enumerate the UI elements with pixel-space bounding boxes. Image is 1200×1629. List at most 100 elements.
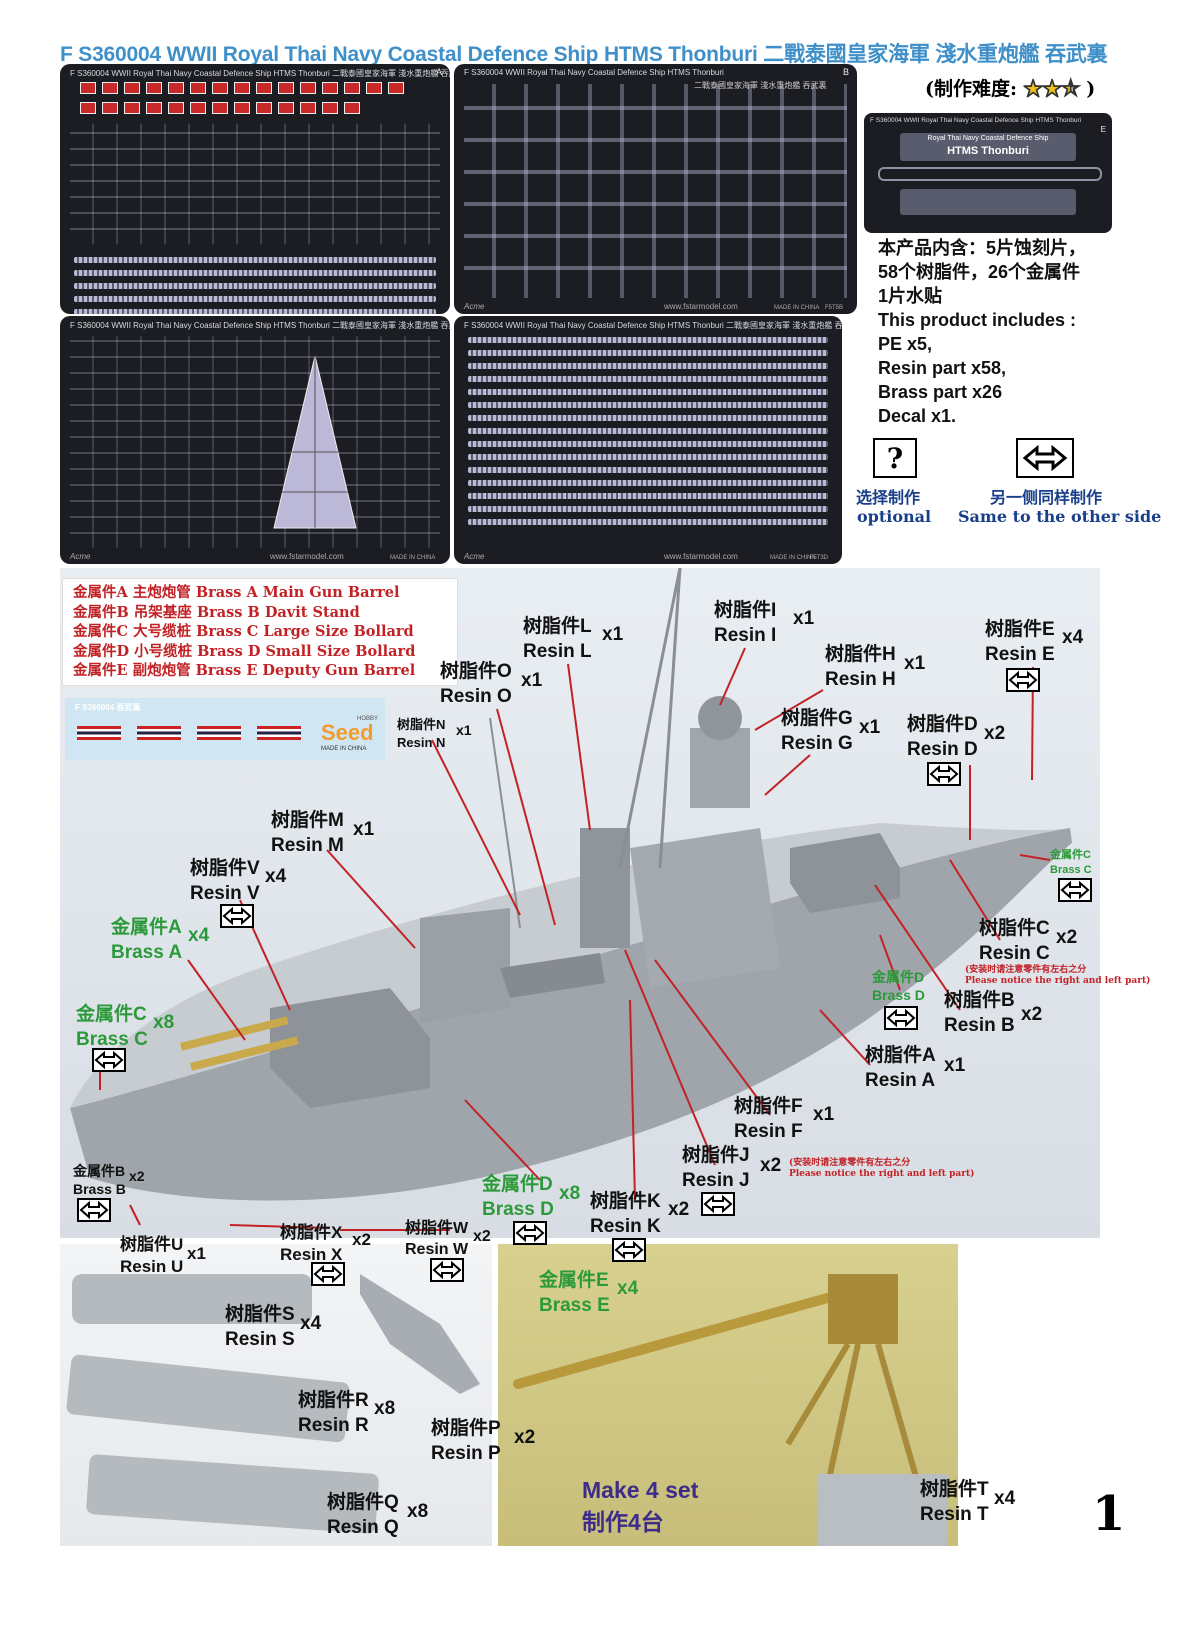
railing-strips — [74, 250, 436, 314]
legend-item: 金属件C 大号缆桩 Brass C Large Size Bollard — [73, 623, 414, 640]
qty-resin-n: x1 — [456, 722, 472, 738]
sheet-a-letter: A — [435, 67, 442, 77]
sheet-e-header: F S360004 WWII Royal Thai Navy Coastal D… — [870, 117, 1082, 124]
same-side-icon — [77, 1198, 111, 1222]
sheet-a-header: F S360004 WWII Royal Thai Navy Coastal D… — [70, 69, 450, 78]
sheet-b-header: F S360004 WWII Royal Thai Navy Coastal D… — [464, 68, 724, 77]
nameplate-line2: HTMS Thonburi — [947, 145, 1029, 157]
callout-text: 树脂件P — [431, 1418, 501, 1439]
qty-resin-h: x1 — [904, 653, 926, 674]
difficulty-close: ) — [1086, 78, 1096, 100]
mirrored-nameplate — [900, 189, 1076, 215]
callout-text: Resin L — [523, 641, 592, 662]
sheet-d-url: www.fstarmodel.com — [664, 552, 738, 561]
product-contents: 本产品内含：5片蚀刻片， 58个树脂件，26个金属件 1片水贴 This pro… — [878, 236, 1086, 428]
callout-text: Resin G — [781, 733, 853, 754]
callout-text: 树脂件R — [298, 1390, 369, 1411]
nameplate: Royal Thai Navy Coastal Defence Ship HTM… — [900, 133, 1076, 161]
tripod-mast-part — [273, 355, 357, 529]
sheet-b-code: F5T5B — [824, 305, 843, 311]
callout-text: Resin V — [190, 883, 260, 904]
legend-item: 金属件B 吊架基座 Brass B Davit Stand — [73, 603, 360, 621]
thai-flag-decal — [257, 726, 301, 740]
sheet-parts-grid — [70, 124, 440, 244]
callout-resin-v: 树脂件V Resin V — [190, 856, 260, 906]
callout-text: Resin I — [714, 625, 777, 646]
qty-resin-w: x2 — [473, 1228, 491, 1245]
callout-text: 树脂件E — [985, 619, 1055, 640]
callout-text: 金属件A — [111, 917, 182, 938]
callout-text: Resin C — [979, 943, 1050, 964]
callout-text: Resin Q — [327, 1517, 399, 1538]
callout-text: 树脂件T — [920, 1479, 989, 1500]
callout-text: 树脂件V — [190, 858, 260, 879]
qty-resin-g: x1 — [859, 717, 881, 738]
callout-resin-f: 树脂件F Resin F — [734, 1094, 803, 1144]
sheet-c-brand: Acme — [70, 552, 91, 561]
callout-text: 树脂件C — [979, 918, 1050, 939]
brass-gun — [513, 1274, 948, 1546]
resin-c-note: (安装时请注意零件有左右之分 Please notice the right a… — [965, 965, 1151, 986]
same-side-icon — [612, 1238, 646, 1262]
qty-resin-o: x1 — [521, 670, 543, 691]
page-number: 1 — [1092, 1486, 1126, 1542]
legend-item: 金属件D 小号缆桩 Brass D Small Size Bollard — [73, 642, 416, 660]
callout-text: 金属件C — [76, 1004, 147, 1025]
qty-resin-x: x2 — [352, 1230, 371, 1249]
sheet-c-header: F S360004 WWII Royal Thai Navy Coastal D… — [70, 321, 450, 330]
qty-resin-f: x1 — [813, 1104, 835, 1125]
callout-text: Brass D — [872, 987, 925, 1003]
qty-brass-b: x2 — [129, 1168, 145, 1184]
sheet-c-made: MADE IN CHINA — [390, 555, 436, 561]
callout-text: 树脂件F — [734, 1096, 803, 1117]
callout-text: 树脂件N — [397, 717, 446, 732]
qty-brass-d-deck: x8 — [559, 1183, 581, 1204]
qty-brass-c: x8 — [153, 1012, 175, 1033]
page-title: F S360004 WWII Royal Thai Navy Coastal D… — [60, 43, 1108, 66]
qty-resin-c: x2 — [1056, 927, 1078, 948]
callout-text: Resin O — [440, 686, 512, 707]
sheet-b-url: www.fstarmodel.com — [664, 302, 738, 311]
callout-resin-c: 树脂件C Resin C — [979, 916, 1050, 966]
qty-resin-d: x2 — [984, 723, 1006, 744]
callout-text: Make 4 set — [582, 1477, 699, 1503]
sheet-e-letter: E — [1100, 125, 1106, 134]
callout-text: (安装时请注意零件有左右之分 — [789, 1158, 911, 1168]
callout-text: Resin K — [590, 1216, 661, 1237]
callout-text: 树脂件J — [682, 1145, 750, 1166]
qty-resin-i: x1 — [793, 608, 815, 629]
callout-text: 树脂件S — [225, 1304, 295, 1325]
same-side-en: Same to the other side — [958, 507, 1162, 526]
callout-text: Resin M — [271, 835, 344, 856]
sheet-b-letter: B — [842, 67, 849, 77]
qty-resin-r: x8 — [374, 1398, 396, 1419]
callout-text: Resin D — [907, 739, 978, 760]
optional-en: optional — [857, 507, 932, 526]
question-icon: ? — [873, 438, 917, 478]
same-side-icon — [1058, 878, 1092, 902]
double-arrow-icon — [1016, 438, 1074, 478]
callout-text: 树脂件D — [907, 714, 978, 735]
qty-resin-j: x2 — [760, 1155, 782, 1176]
callout-text: 树脂件W — [405, 1220, 469, 1237]
seed-logo-sub: HOBBY — [357, 716, 379, 722]
same-side-icon — [701, 1192, 735, 1216]
callout-text: 树脂件K — [590, 1191, 661, 1212]
callout-text: 制作4台 — [582, 1509, 664, 1535]
callout-text: 树脂件A — [865, 1045, 936, 1066]
pe-sheet-c: F S360004 WWII Royal Thai Navy Coastal D… — [60, 316, 450, 564]
contents-zh-3: 1片水贴 — [878, 286, 943, 306]
qty-resin-v: x4 — [265, 866, 287, 887]
qty-resin-e: x4 — [1062, 627, 1084, 648]
callout-text: Brass D — [482, 1199, 554, 1220]
callout-text: 树脂件O — [440, 661, 512, 682]
callout-text: Resin N — [397, 735, 446, 750]
callout-text: Resin F — [734, 1121, 803, 1142]
